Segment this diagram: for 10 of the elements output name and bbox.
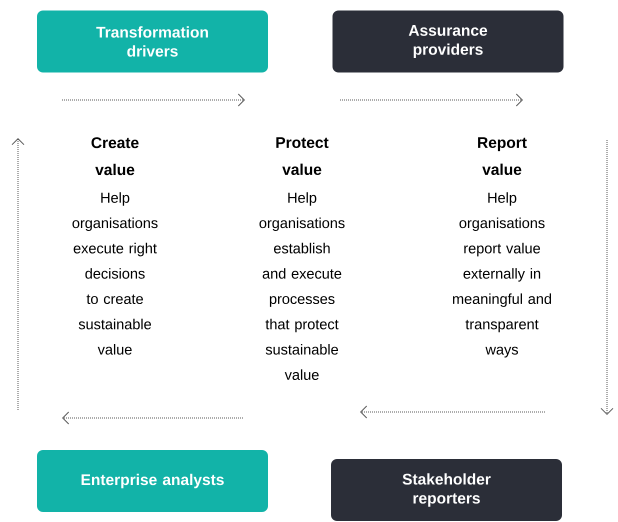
column-text: Help organisations report value externally in meaningful and transparent ways — [452, 192, 552, 358]
label-box: Stakeholder reporters — [331, 459, 562, 521]
column-text: Help organisations execute right decisions to create sustainable value — [72, 192, 158, 355]
column-text: Help organisations establish and execute processes that protect sustainable value — [260, 192, 345, 380]
label-box: Assurance providers — [332, 10, 564, 72]
column-heading: Create value — [92, 137, 139, 176]
label-box: Transformation drivers — [37, 10, 268, 72]
column-heading: Report value — [478, 137, 527, 176]
label-box: Enterprise analysts — [37, 450, 268, 512]
column-heading: Protect value — [276, 137, 328, 176]
